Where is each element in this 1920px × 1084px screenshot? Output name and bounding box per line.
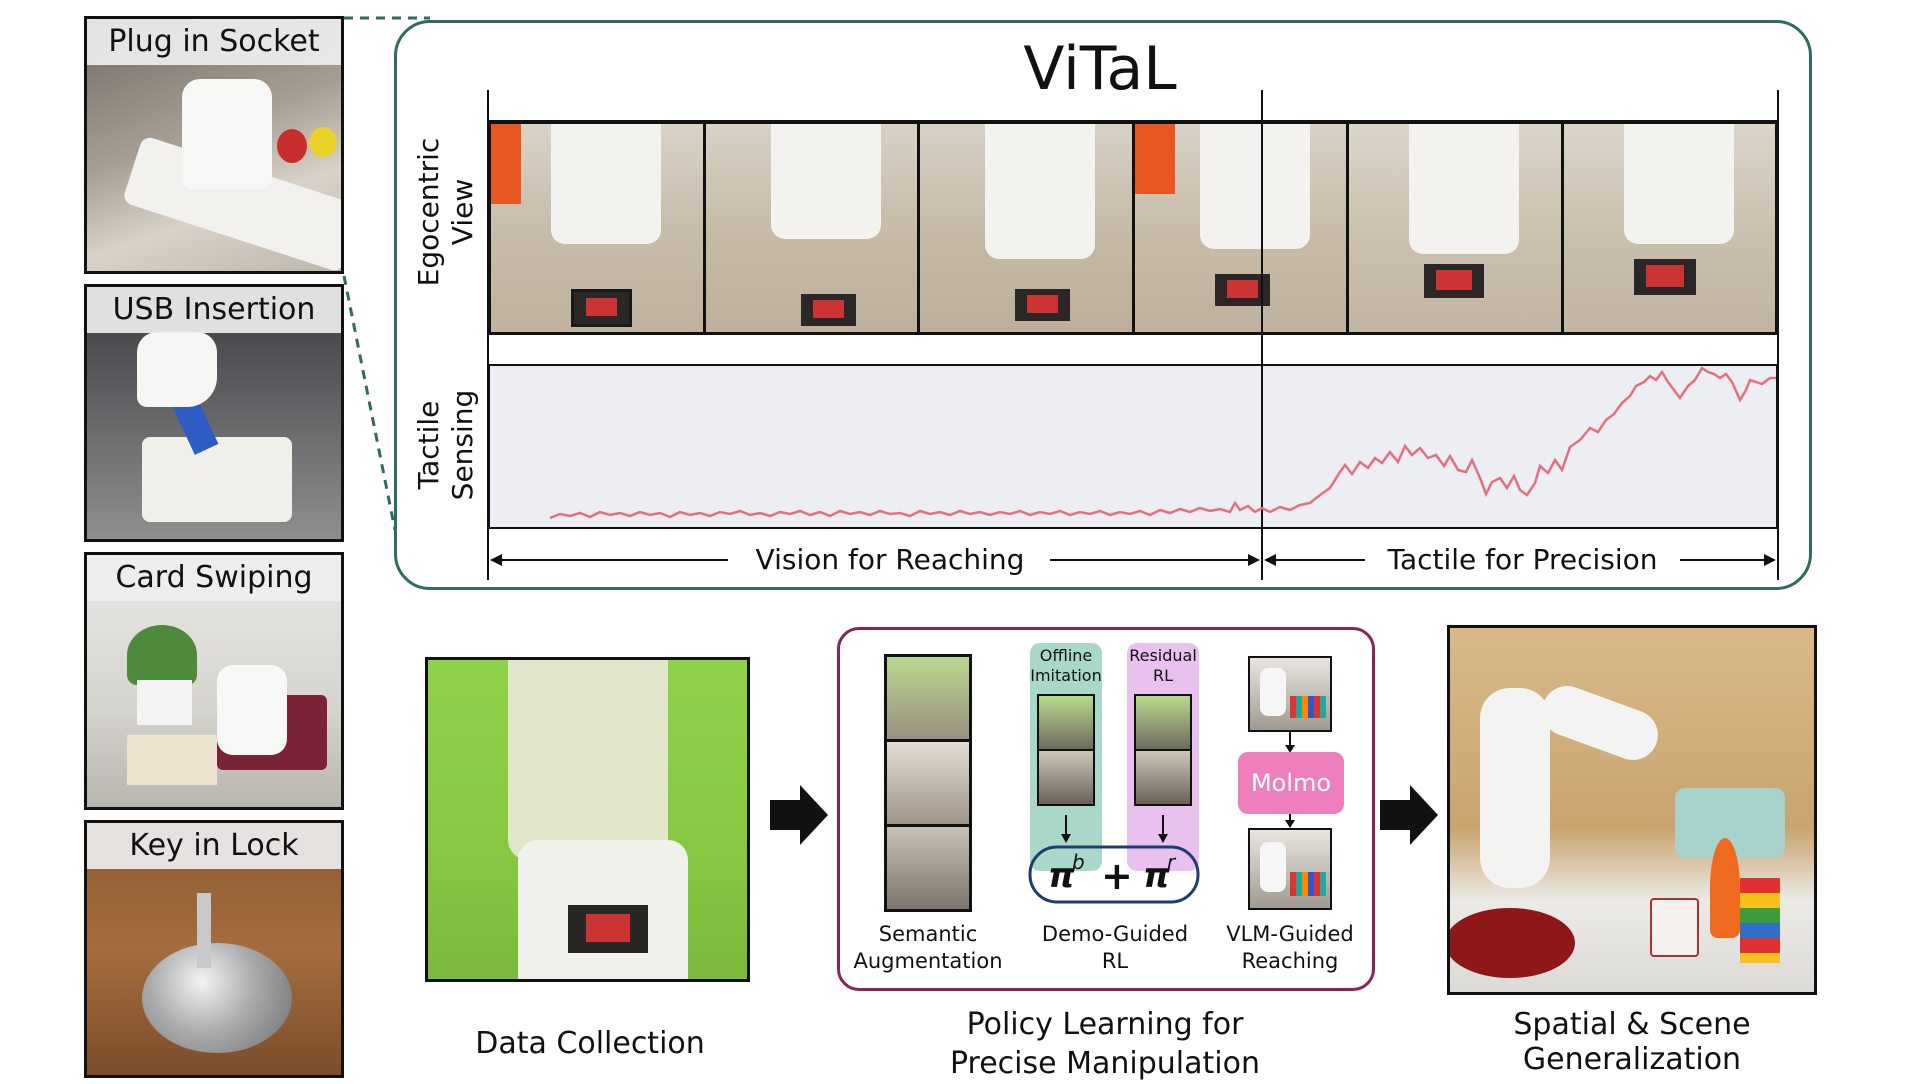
row-labels: Egocentric View Tactile Sensing [412, 138, 479, 501]
pi-b: π [1048, 856, 1075, 896]
vlm-frame-top [1248, 656, 1332, 732]
robot-arm [1480, 688, 1550, 888]
molmo-box [1238, 752, 1344, 814]
aug-frame-2 [887, 742, 969, 824]
task-label-key: Key in Lock [87, 823, 341, 869]
tactile-panel [488, 364, 1778, 529]
offline-frames [1037, 694, 1095, 806]
plus-sign: + [1101, 854, 1133, 898]
tactile-signal-line [549, 366, 1776, 520]
caption-vlm-1: VLM-Guided [1226, 922, 1354, 946]
row-label-tactile-2: Sensing [446, 390, 479, 501]
key [197, 893, 211, 968]
robot-arm-2 [1535, 678, 1665, 768]
phase-right-arrowhead-a [1264, 554, 1276, 566]
ego-frame-4 [1134, 124, 1346, 332]
gripper [137, 332, 217, 407]
plant [127, 625, 197, 685]
aug-frame-3 [887, 827, 969, 909]
residual-label-1: Residual [1129, 646, 1197, 665]
task-label-plug: Plug in Socket [87, 19, 341, 65]
padlock [142, 943, 292, 1053]
offline-label-2: Imitation [1030, 666, 1102, 685]
egocentric-strip [488, 121, 1778, 335]
connector-bottom [342, 275, 397, 531]
vital-title: ViTaL [1023, 34, 1177, 104]
ego-frame-6 [1563, 124, 1775, 332]
caption-data-collection: Data Collection [475, 1026, 705, 1061]
caption-semantic-2: Augmentation [853, 949, 1003, 973]
task-photo-key: Key in Lock [84, 820, 344, 1078]
pi-r: π [1143, 856, 1170, 896]
ego-frame-3 [920, 124, 1132, 332]
phase-label-right: Tactile for Precision [1387, 543, 1658, 576]
data-collection-photo [425, 657, 750, 982]
caption-generalization-1: Spatial & Scene [1513, 1007, 1751, 1042]
policy-panel [837, 627, 1375, 991]
pi-b-superscript: b [1072, 850, 1085, 874]
plant-pot [137, 680, 192, 725]
caption-semantic-1: Semantic [878, 922, 978, 946]
molmo-label: Molmo [1250, 769, 1332, 797]
task-photo-usb: USB Insertion [84, 284, 344, 542]
ego-frame-5 [1349, 124, 1561, 332]
task-label-usb: USB Insertion [87, 287, 341, 333]
task-photo-card: Card Swiping [84, 552, 344, 810]
dc-gripper [508, 660, 668, 860]
gripper [182, 79, 272, 189]
task-label-card: Card Swiping [87, 555, 341, 601]
caption-demo-1: Demo-Guided [1041, 922, 1189, 946]
equation-pill [1028, 845, 1200, 904]
ego-frame-1 [491, 124, 703, 332]
lemon [309, 127, 337, 157]
caption-vlm-2: Reaching [1241, 949, 1339, 973]
caption-policy-2: Precise Manipulation [949, 1046, 1260, 1081]
arrow-to-generalization [1380, 785, 1438, 845]
caption-generalization-2: Generalization [1522, 1042, 1742, 1077]
cone [1710, 838, 1740, 938]
vital-panel [394, 20, 1812, 590]
aug-frame-1 [887, 657, 969, 739]
red-plate [1450, 908, 1575, 978]
card-reader [127, 735, 217, 785]
caption-policy-1: Policy Learning for [966, 1007, 1244, 1042]
phase-right-arrowhead-b [1764, 554, 1776, 566]
gripper [217, 665, 287, 755]
arrow-to-policy [770, 785, 828, 845]
vlm-frame-bottom [1248, 828, 1332, 910]
apple [277, 129, 307, 163]
offline-label-1: Offline [1039, 646, 1093, 665]
ego-frame-2 [705, 124, 917, 332]
residual-frames [1134, 694, 1192, 806]
residual-label-2: RL [1152, 666, 1174, 685]
row-label-view-2: View [446, 179, 479, 245]
generalization-photo [1447, 625, 1817, 995]
phase-label-left: Vision for Reaching [755, 543, 1025, 576]
cup-stack [1740, 878, 1780, 963]
task-photo-plug: Plug in Socket [84, 16, 344, 274]
mug [1650, 898, 1699, 957]
pi-r-superscript: r [1167, 850, 1177, 874]
usb-hub [142, 437, 292, 522]
phase-left-arrowhead-a [490, 554, 502, 566]
phase-left-arrowhead-b [1248, 554, 1260, 566]
caption-demo-2: RL [1101, 949, 1129, 973]
dc-switch [568, 905, 648, 953]
semantic-aug-stack [884, 654, 972, 912]
row-label-tactile-1: Tactile [412, 401, 445, 491]
row-label-view-1: Egocentric [412, 138, 445, 287]
